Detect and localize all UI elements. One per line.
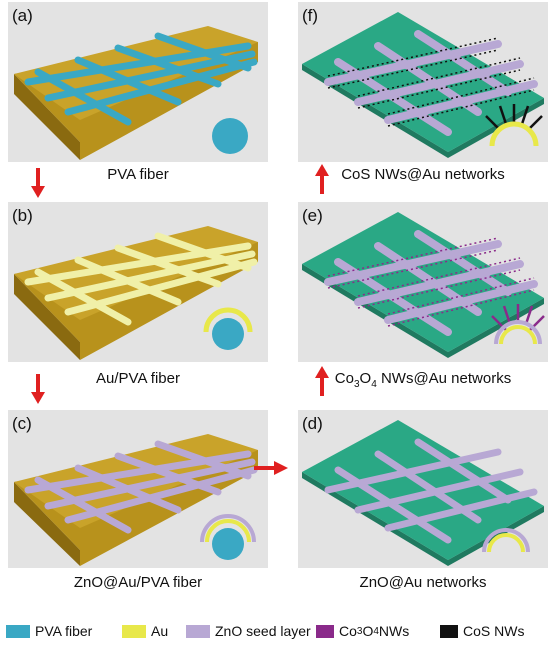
panel-label-d: (d): [302, 414, 323, 433]
substrate-side: [302, 472, 448, 566]
au-fibers: [24, 232, 258, 326]
pva-swatch: [6, 624, 30, 638]
substrate-top: [302, 420, 544, 560]
legend-item-zno: ZnO seed layer: [186, 623, 311, 639]
substrate-edge: [448, 298, 544, 358]
trough-diagram-a: [14, 26, 258, 160]
caption-b: Au/PVA fiber: [96, 370, 180, 387]
panel-b: (b): [8, 202, 268, 362]
co3o4-coated-networks: [324, 230, 538, 336]
au-shell: [203, 307, 253, 333]
substrate-top: [302, 212, 544, 352]
arrow-c-to-d: [254, 461, 288, 475]
caption-e: Co3O4 NWs@Au networks: [334, 370, 512, 390]
au-shell: [499, 325, 537, 345]
panel-label-e: (e): [302, 206, 323, 225]
zno-fibers: [24, 440, 258, 534]
trough-side: [14, 274, 80, 360]
panel-e: (e): [298, 202, 548, 362]
substrate-side: [302, 264, 448, 358]
panel-label-f: (f): [302, 6, 319, 25]
substrate-top: [302, 12, 544, 152]
legend-item-au: Au: [122, 623, 168, 639]
trough-diagram-b: [14, 226, 258, 360]
arrow-b-to-c: [31, 374, 45, 404]
legend-item-cos: CoS NWs: [440, 623, 524, 639]
cos-coated-networks: [324, 30, 538, 136]
pva-core: [212, 318, 244, 350]
caption-f: CoS NWs@Au networks: [341, 166, 505, 183]
panel-label-b: (b): [12, 206, 33, 225]
panel-c: (c): [8, 410, 268, 568]
panel-label-a: (a): [12, 6, 33, 25]
co3o4-nanowires: [327, 237, 535, 327]
arrow-a-to-b: [31, 168, 45, 198]
arrow-e-to-f: [315, 164, 329, 194]
panel-d: (d): [298, 410, 548, 568]
panel-a: (a): [8, 2, 268, 162]
co3o4-swatch: [316, 624, 334, 638]
au-shell: [489, 121, 539, 147]
caption-d: ZnO@Au networks: [359, 574, 487, 591]
zno-shell: [494, 320, 542, 345]
au-shell: [487, 533, 525, 553]
zno-swatch: [186, 624, 210, 638]
network-diagram-f: [302, 12, 544, 158]
substrate-edge: [448, 98, 544, 158]
zno-shell: [200, 514, 256, 543]
network-diagram-d: [302, 420, 544, 566]
trough-diagram-c: [14, 434, 258, 566]
au-shell: [205, 519, 251, 543]
zno-shell: [482, 528, 530, 553]
pva-core: [212, 528, 244, 560]
panel-label-c: (c): [12, 414, 32, 433]
caption-a: PVA fiber: [107, 166, 169, 183]
panel-f: (f): [298, 2, 548, 162]
legend-item-pva: PVA fiber: [6, 623, 92, 639]
pva-fibers: [24, 32, 258, 126]
cos-shell-icon: [485, 104, 543, 131]
caption-c: ZnO@Au/PVA fiber: [73, 574, 203, 591]
network-diagram-e: [302, 212, 545, 358]
trough-side: [14, 74, 80, 160]
pva-cross-section: [212, 118, 248, 154]
substrate-side: [302, 64, 448, 158]
au-swatch: [122, 624, 146, 638]
zno-networks: [324, 438, 538, 544]
cos-nanowires: [327, 37, 535, 127]
arrow-d-to-e: [315, 366, 329, 396]
trough-side: [14, 482, 80, 566]
cos-swatch: [440, 624, 458, 638]
